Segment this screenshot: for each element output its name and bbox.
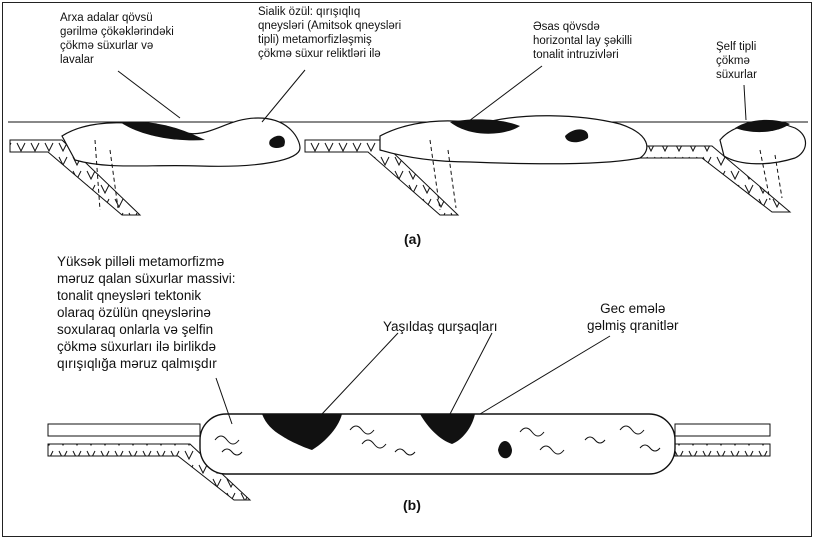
- panel-a-section: [8, 66, 808, 215]
- panel-b-section: [48, 333, 770, 500]
